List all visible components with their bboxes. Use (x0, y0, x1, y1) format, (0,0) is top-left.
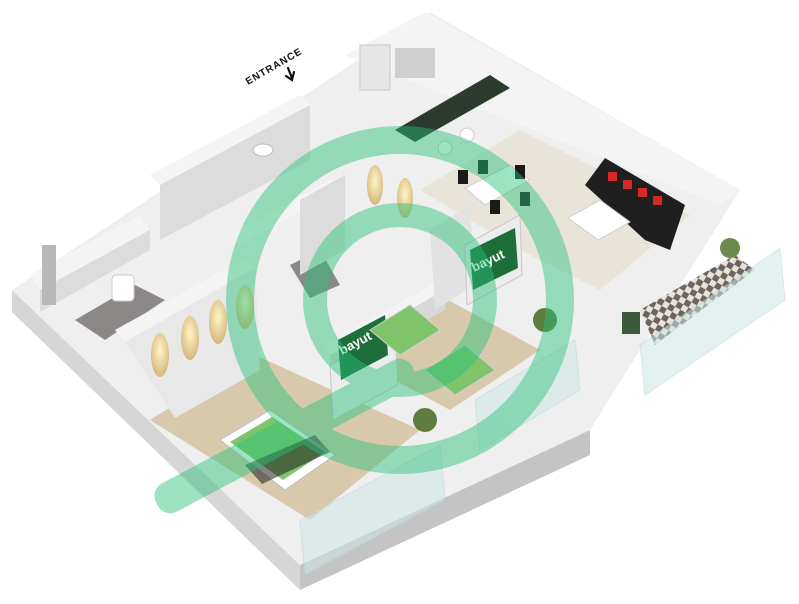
glass-front-1 (299, 444, 446, 576)
chair-2 (478, 160, 488, 174)
single-bed-2 (424, 344, 496, 396)
bathroom-floor (75, 285, 165, 340)
dining-area (458, 160, 531, 214)
arrow-down-icon (284, 66, 296, 82)
chair-4 (490, 200, 500, 214)
bathroom (42, 143, 274, 305)
kitchen-counter (395, 75, 510, 142)
single-bed-1 (369, 304, 441, 356)
plant-bed2 (533, 308, 557, 332)
oven (395, 48, 435, 78)
watermark-logo (154, 126, 574, 514)
second-bedroom: bayut (369, 214, 557, 396)
front-glazing (299, 339, 581, 576)
wall-wardrobe (115, 258, 255, 342)
balcony (622, 238, 786, 396)
dining-table (464, 164, 531, 206)
lamp-1 (151, 333, 169, 377)
balcony-plant (720, 238, 740, 258)
entrance-label: ENTRANCE (244, 46, 305, 87)
balcony-chair (622, 312, 640, 334)
kitchen (359, 44, 510, 156)
master-bed-stripe (245, 435, 330, 484)
cushion-2 (623, 180, 632, 189)
chair-1 (458, 170, 468, 184)
outer-wall-left (12, 290, 300, 590)
cushion-1 (608, 172, 617, 181)
plant-master (413, 408, 437, 432)
cushion-4 (653, 196, 662, 205)
wall-bath-side (40, 230, 150, 312)
living-room (567, 158, 685, 250)
stool-1 (437, 140, 453, 156)
coffee-table (567, 199, 631, 241)
lamp-4 (236, 285, 254, 329)
wall-bath (30, 215, 150, 290)
balcony-railing (639, 247, 786, 396)
wall-back (150, 95, 310, 185)
lamp-6 (397, 178, 413, 218)
watermark-ring-inner (303, 203, 497, 397)
watermark-ring-outer (226, 126, 574, 474)
outer-wall-front (300, 430, 590, 590)
lamp-3 (209, 300, 227, 344)
glass-front-2 (474, 339, 581, 451)
cushion-3 (638, 188, 647, 197)
wall-partition (430, 205, 475, 310)
chair-3 (515, 165, 525, 179)
wall-corridor (300, 175, 345, 275)
wardrobe-lights (151, 165, 413, 377)
wall-back-side (160, 105, 310, 240)
balcony-floor (640, 255, 755, 345)
lamp-2 (181, 316, 199, 360)
master-bedroom: bayut (219, 315, 437, 491)
fridge (359, 44, 391, 91)
tv-screen-bed2 (470, 228, 518, 290)
lamp-5 (367, 165, 383, 205)
wall-kitchen (345, 12, 740, 205)
shower-panel (42, 245, 56, 305)
entrance-marker: ENTRANCE (244, 46, 305, 87)
toilet (111, 274, 135, 302)
chair-5 (520, 192, 530, 206)
stool-2 (459, 127, 475, 143)
watermark-bar (154, 358, 416, 514)
sink (252, 143, 274, 157)
